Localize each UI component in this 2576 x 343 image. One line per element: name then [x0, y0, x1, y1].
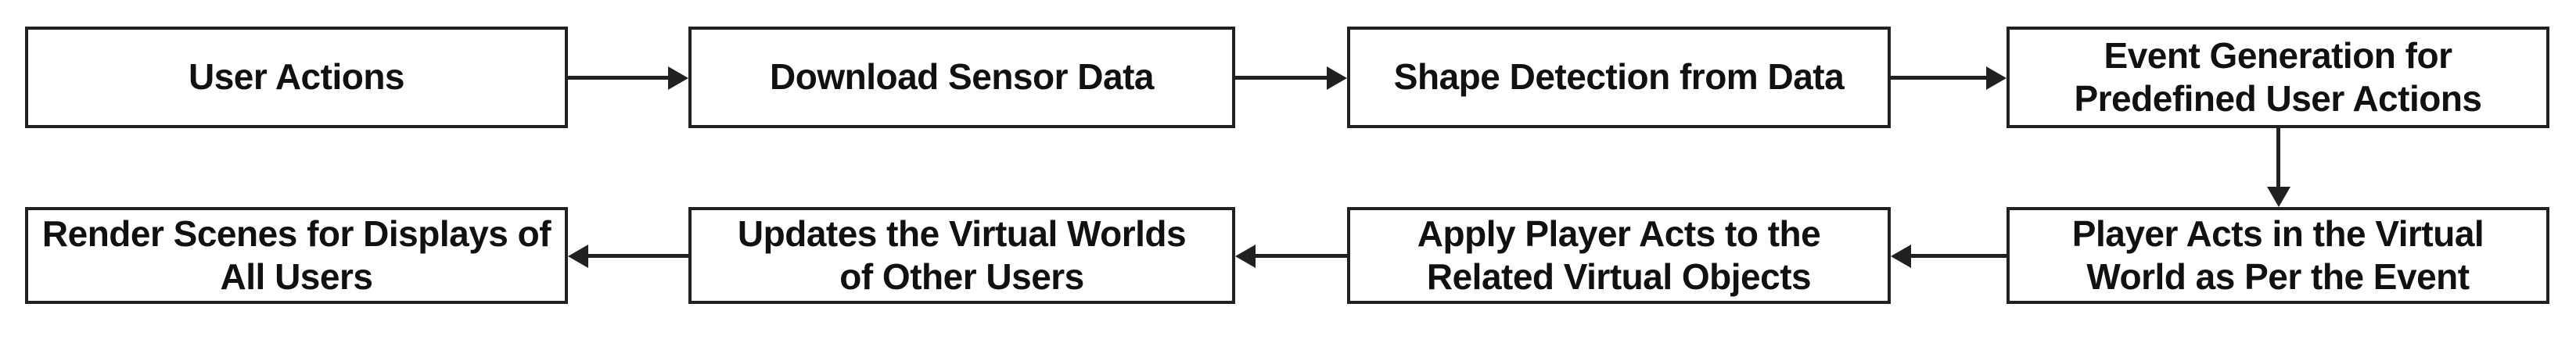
- flow-node-render-scenes: Render Scenes for Displays of All Users: [25, 207, 568, 304]
- arrow-user-actions-to-download-icon: [568, 76, 668, 80]
- flow-node-shape-detection: Shape Detection from Data: [1347, 27, 1891, 128]
- arrow-apply-to-updates-icon: [1256, 254, 1347, 258]
- arrow-updates-to-render-scenes-icon: [588, 254, 688, 258]
- arrow-shape-detection-to-event-generation-icon: [1891, 76, 1986, 80]
- flow-node-updates-virtual-worlds: Updates the Virtual Worlds of Other User…: [688, 207, 1235, 304]
- flow-node-event-generation: Event Generation for Predefined User Act…: [2007, 27, 2549, 128]
- flow-node-player-acts: Player Acts in the Virtual World as Per …: [2007, 207, 2549, 304]
- arrow-download-to-shape-detection-icon: [1235, 76, 1327, 80]
- flow-node-apply-player-acts: Apply Player Acts to the Related Virtual…: [1347, 207, 1891, 304]
- flow-node-download-sensor-data: Download Sensor Data: [688, 27, 1235, 128]
- arrow-player-acts-to-apply-icon: [1911, 254, 2007, 258]
- arrow-event-generation-to-player-acts-icon: [2276, 128, 2280, 187]
- flow-node-user-actions: User Actions: [25, 27, 568, 128]
